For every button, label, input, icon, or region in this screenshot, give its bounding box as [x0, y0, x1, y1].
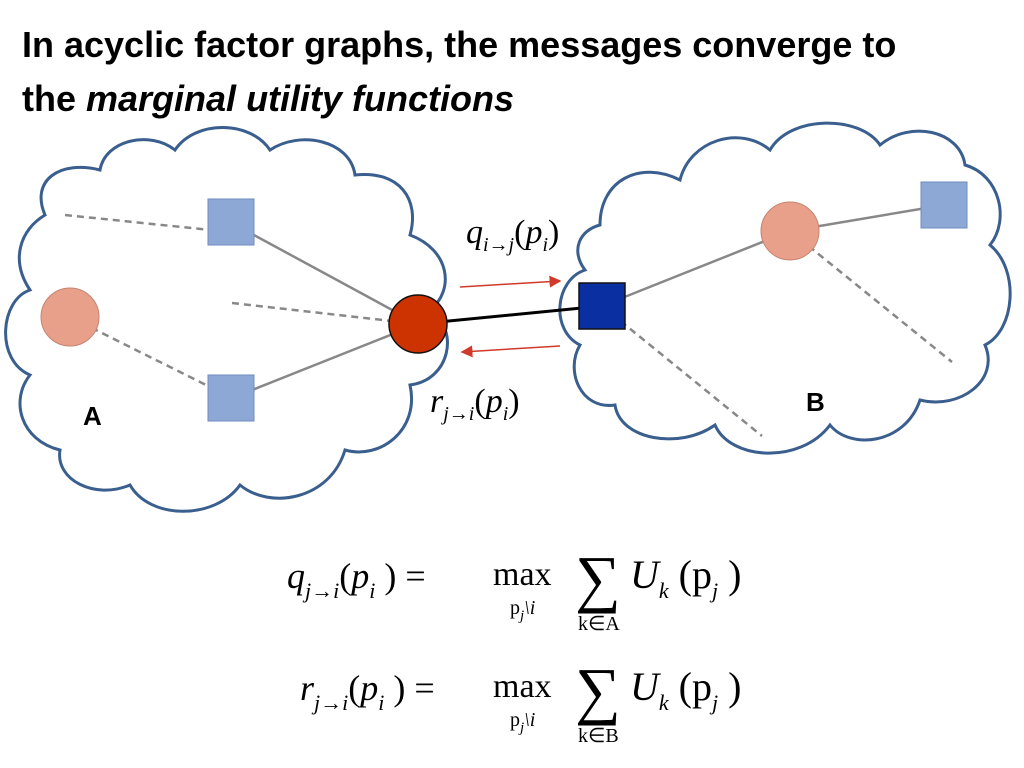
message-arrow-r: [460, 345, 561, 358]
variable-node-b: [760, 201, 820, 261]
cloud-label-b: B: [806, 387, 825, 417]
cloud-label-a: A: [83, 401, 102, 431]
svg-text:max: max: [493, 668, 552, 705]
edge-dashed-a1: [64, 213, 231, 234]
factor-node-a-top: [207, 198, 255, 246]
slide-title: In acyclic factor graphs, the messages c…: [22, 18, 1012, 126]
title-line-1: In acyclic factor graphs, the messages c…: [22, 24, 897, 65]
svg-text:∑: ∑: [575, 543, 621, 614]
variable-node-i: [388, 294, 448, 354]
svg-text:k∈A: k∈A: [578, 613, 620, 635]
svg-text:rj→i(pi ) =: rj→i(pi ) =: [300, 668, 435, 715]
svg-text:Uk (pj ): Uk (pj ): [630, 664, 741, 715]
title-line-2-prefix: the: [22, 78, 87, 119]
title-emphasis: marginal utility functions: [86, 78, 515, 119]
edge-a-factor-top: [229, 220, 419, 326]
svg-text:max: max: [493, 556, 552, 593]
factor-node-b: [920, 181, 968, 229]
equation-r: rj→i(pi ) = max pj\i ∑ k∈B Uk (pj ): [300, 655, 741, 747]
svg-text:Uk (pj ): Uk (pj ): [630, 552, 741, 603]
message-label-r: rj→i(pi): [430, 383, 520, 425]
factor-node-j: [578, 282, 626, 330]
svg-text:k∈B: k∈B: [578, 725, 619, 747]
title-line-2: the marginal utility functions: [22, 72, 1012, 126]
edge-b-to-var: [601, 229, 791, 308]
edge-dashed-b1: [789, 230, 953, 363]
cloud-a: [4, 126, 449, 513]
svg-text:qj→i(pi ) =: qj→i(pi ) =: [287, 556, 426, 603]
edge-dashed-b2: [601, 305, 763, 437]
factor-node-a-bottom: [207, 374, 255, 422]
variable-node-a: [40, 287, 100, 347]
equation-q: qj→i(pi ) = max pj\i ∑ k∈A Uk (pj ): [287, 543, 741, 635]
svg-text:pj\i: pj\i: [510, 597, 535, 624]
edge-dashed-a3: [69, 315, 233, 400]
message-arrow-q: [459, 275, 562, 288]
cloud-b: [558, 121, 1012, 455]
edge-i-j: [417, 304, 603, 326]
svg-text:pj\i: pj\i: [510, 709, 535, 736]
edge-a-factor-bottom: [231, 322, 419, 400]
svg-text:∑: ∑: [575, 655, 621, 726]
message-label-q: qi→j(pi): [466, 214, 559, 256]
